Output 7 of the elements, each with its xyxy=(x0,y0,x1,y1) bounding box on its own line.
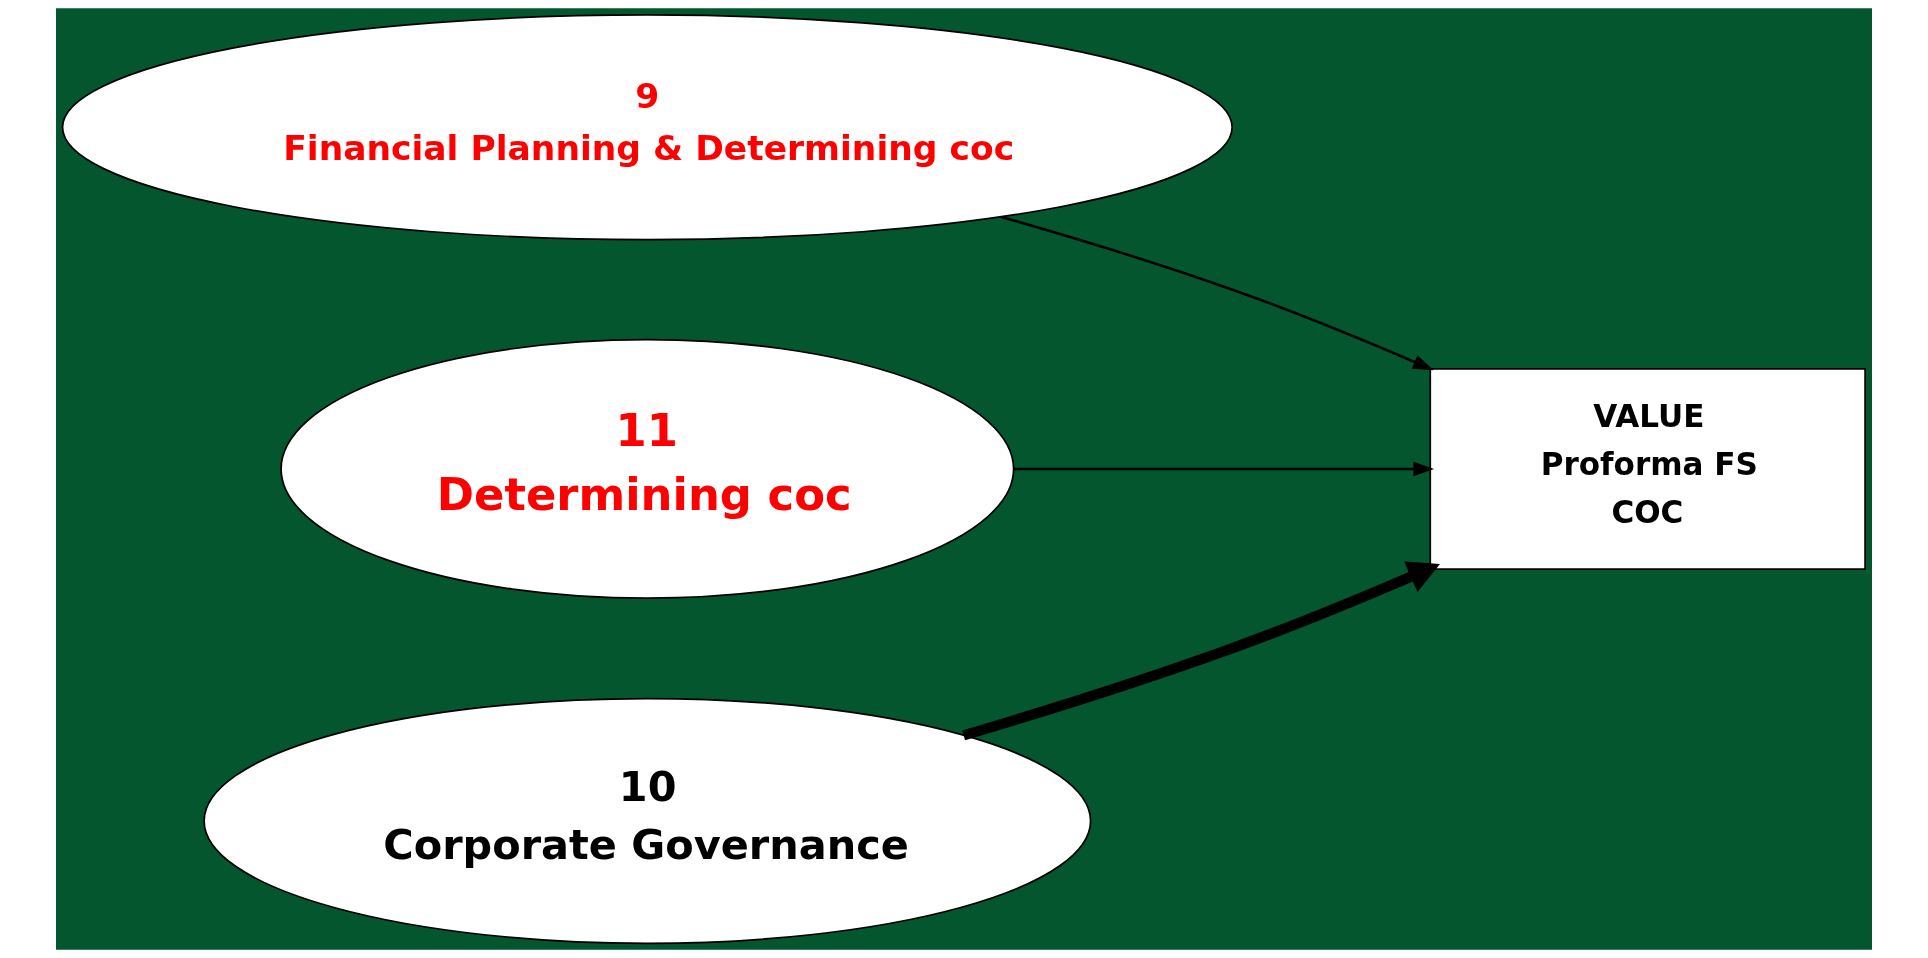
arrow xyxy=(1013,461,1435,477)
arrow xyxy=(962,561,1440,741)
node-box: VALUE Proforma FS COC xyxy=(1429,368,1866,570)
node-ellipse: 9 Financial Planning & Determining coc xyxy=(61,14,1234,241)
node-ellipse: 11 Determining coc xyxy=(280,338,1015,600)
node-ellipse: 10 Corporate Governance xyxy=(203,697,1092,945)
arrow xyxy=(1000,215,1434,371)
